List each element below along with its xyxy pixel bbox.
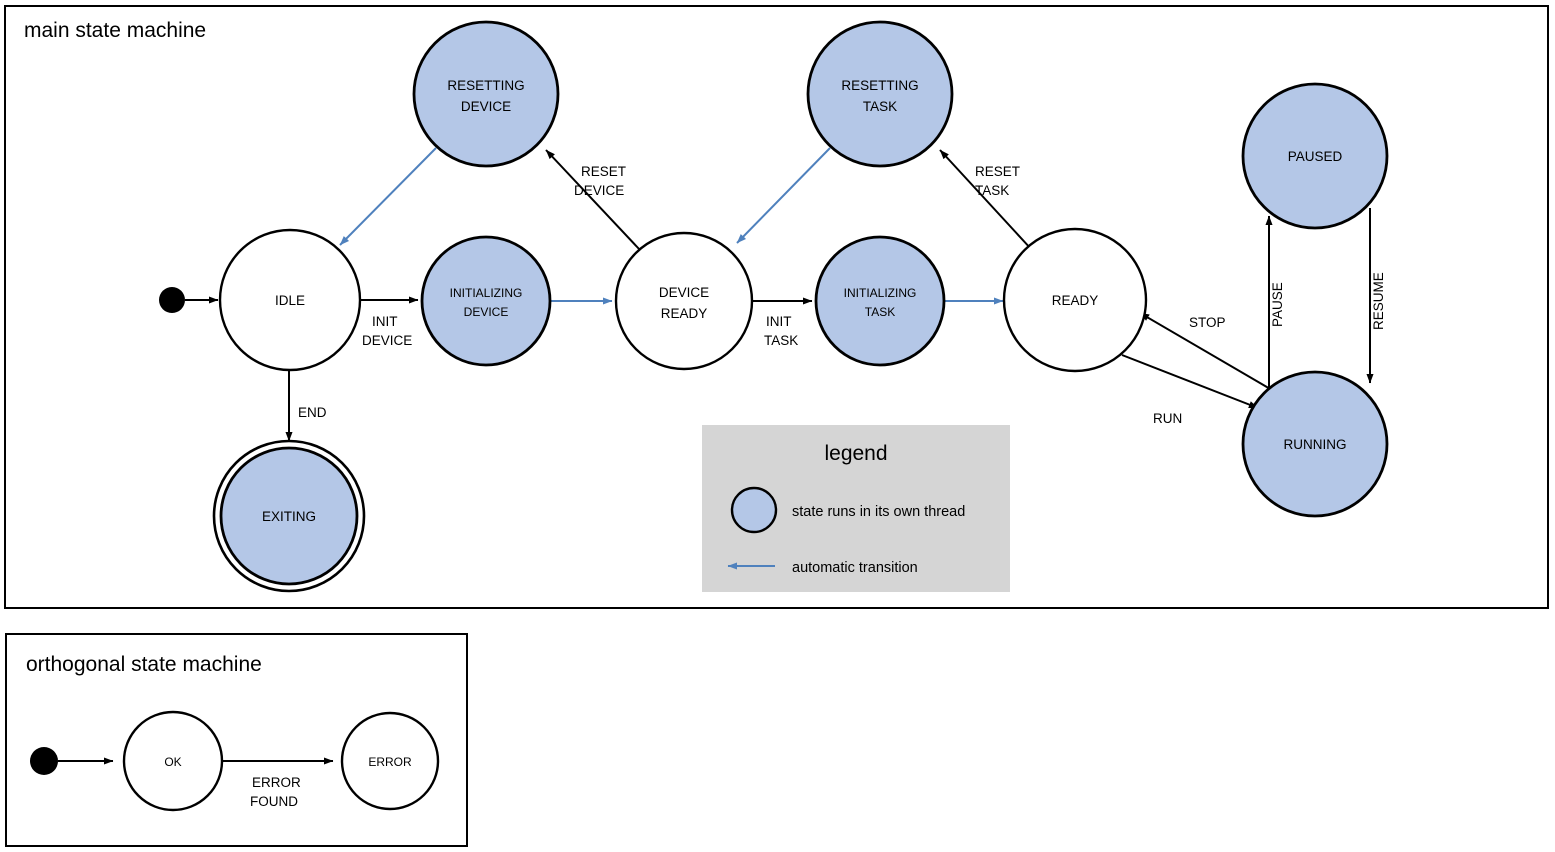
edge-label-reset-task-line2: TASK <box>975 183 1009 198</box>
state-label-line2: TASK <box>865 305 895 319</box>
transition-ok-error: ERROR FOUND <box>222 757 334 809</box>
edge-label-reset-device-line1: RESET <box>581 164 626 179</box>
edge-label-stop: STOP <box>1189 315 1226 330</box>
edge-label-reset-device-line2: DEVICE <box>574 183 624 198</box>
legend: legend state runs in its own thread auto… <box>702 425 1010 592</box>
state-circle[interactable] <box>420 235 552 367</box>
state-circle[interactable] <box>806 20 954 168</box>
state-label: ERROR <box>368 755 412 769</box>
main-state-machine-title: main state machine <box>24 19 206 42</box>
transition-start-idle <box>159 287 219 313</box>
edge-label-pause: PAUSE <box>1270 282 1285 327</box>
state-error[interactable]: ERROR <box>340 711 440 811</box>
state-label-line2: DEVICE <box>461 99 511 114</box>
edge-line <box>939 149 1033 251</box>
legend-title: legend <box>824 442 887 465</box>
edge-line <box>1121 354 1259 409</box>
edge-label-init-task-line1: INIT <box>766 314 792 329</box>
legend-item-thread-state: state runs in its own thread <box>730 486 965 534</box>
state-label-line1: DEVICE <box>659 285 709 300</box>
state-circle[interactable] <box>614 231 754 371</box>
state-resetting-device[interactable]: RESETTING DEVICE <box>412 20 560 168</box>
state-idle[interactable]: IDLE <box>218 228 362 372</box>
orthogonal-state-machine-title: orthogonal state machine <box>26 653 262 676</box>
edge-label-init-task-line2: TASK <box>764 333 798 348</box>
state-running[interactable]: RUNNING <box>1241 370 1389 518</box>
edge-label-error-found-line2: FOUND <box>250 794 298 809</box>
edge-label-run: RUN <box>1153 411 1182 426</box>
state-label-line2: TASK <box>863 99 897 114</box>
transition-paused-running: RESUME <box>1366 208 1386 384</box>
state-circle[interactable] <box>219 446 359 586</box>
state-label: RUNNING <box>1284 437 1347 452</box>
transition-resetting-task-device-ready <box>736 147 831 244</box>
transition-start-ok <box>30 747 114 775</box>
state-label-line1: RESETTING <box>841 78 918 93</box>
state-resetting-task[interactable]: RESETTING TASK <box>806 20 954 168</box>
edge-line <box>545 149 641 251</box>
state-label-line1: INITIALIZING <box>844 286 917 300</box>
transition-running-paused: PAUSE <box>1265 215 1285 392</box>
edge-label-init-device-line2: DEVICE <box>362 333 412 348</box>
edge-label-error-found-line1: ERROR <box>252 775 301 790</box>
legend-item-label: state runs in its own thread <box>792 504 965 520</box>
state-ready[interactable]: READY <box>1002 227 1148 373</box>
transition-resetting-device-idle <box>339 147 437 246</box>
thread-state-swatch-icon <box>730 486 778 534</box>
state-circle[interactable] <box>1002 227 1148 373</box>
transition-idle-initializing-device: INIT DEVICE <box>360 296 419 348</box>
state-ok[interactable]: OK <box>122 710 224 812</box>
legend-item-automatic-transition: automatic transition <box>727 560 918 576</box>
state-label-line1: INITIALIZING <box>450 286 523 300</box>
state-device-ready[interactable]: DEVICE READY <box>614 231 754 371</box>
initial-state-dot <box>159 287 185 313</box>
transition-running-ready: STOP <box>1139 312 1273 391</box>
state-circle[interactable] <box>218 228 362 372</box>
state-initializing-device[interactable]: INITIALIZING DEVICE <box>420 235 552 367</box>
edge-line <box>1139 312 1273 391</box>
state-paused[interactable]: PAUSED <box>1241 82 1389 230</box>
edge-label-init-device-line1: INIT <box>372 314 398 329</box>
transition-idle-exiting: END <box>285 370 327 442</box>
legend-item-label: automatic transition <box>792 560 918 576</box>
transition-device-ready-resetting-device: RESET DEVICE <box>545 149 641 251</box>
edge-line-auto <box>736 147 831 244</box>
state-label: EXITING <box>262 509 316 524</box>
edge-label-end: END <box>298 405 327 420</box>
state-label-line1: RESETTING <box>447 78 524 93</box>
state-circle[interactable] <box>340 711 440 811</box>
final-state-outer-ring <box>212 439 366 593</box>
transition-ready-resetting-task: RESET TASK <box>939 149 1033 251</box>
state-exiting[interactable]: EXITING <box>212 439 366 593</box>
state-circle[interactable] <box>122 710 224 812</box>
state-circle[interactable] <box>1241 370 1389 518</box>
state-label-line2: READY <box>661 306 708 321</box>
state-label: PAUSED <box>1288 149 1343 164</box>
transition-ready-running: RUN <box>1121 354 1259 426</box>
edge-label-reset-task-line1: RESET <box>975 164 1020 179</box>
state-label: READY <box>1052 293 1099 308</box>
state-label: OK <box>164 755 181 769</box>
edge-line-auto <box>339 147 437 246</box>
edge-label-resume: RESUME <box>1371 272 1386 330</box>
transition-device-ready-initializing-task: INIT TASK <box>752 297 813 348</box>
state-label: IDLE <box>275 293 305 308</box>
state-label-line2: DEVICE <box>464 305 509 319</box>
state-initializing-task[interactable]: INITIALIZING TASK <box>814 235 946 367</box>
initial-state-dot <box>30 747 58 775</box>
state-circle[interactable] <box>1241 82 1389 230</box>
state-circle[interactable] <box>814 235 946 367</box>
state-circle[interactable] <box>412 20 560 168</box>
